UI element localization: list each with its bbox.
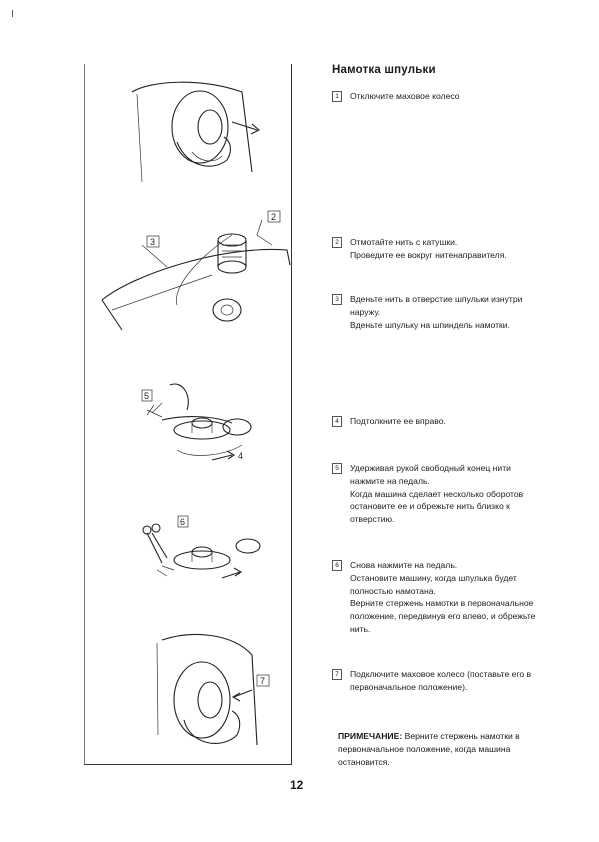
step-text: Отмотайте нить с катушки. (350, 237, 458, 247)
step-3: 3 Вденьте нить в отверстие шпульки изнут… (332, 293, 565, 331)
step-text: Когда машина сделает несколько оборотов (350, 488, 524, 499)
corner-tick (12, 10, 13, 17)
step-2: 2 Отмотайте нить с катушки. Проведите ее… (332, 236, 565, 262)
step-text: Верните стержень намотки в первоначально… (350, 598, 534, 609)
step-text: Снова нажмите на педаль. (350, 560, 458, 570)
figure-label: 2 (271, 212, 276, 222)
note-text: Верните стержень намотки в (402, 731, 520, 741)
step-text: Остановите машину, когда шпулька будет (350, 572, 517, 583)
step-number: 4 (332, 416, 342, 427)
figure-label: 5 (144, 391, 149, 401)
step-6: 6 Снова нажмите на педаль. Остановите ма… (332, 559, 565, 636)
step-text: Удерживая рукой свободный конец нити (350, 463, 511, 473)
step-7: 7 Подключите маховое колесо (поставьте е… (332, 668, 565, 694)
note: ПРИМЕЧАНИЕ: Верните стержень намотки в п… (338, 730, 563, 768)
step-number: 6 (332, 560, 342, 571)
step-text: положение, передвинув его влево, и обреж… (350, 611, 536, 622)
figure-cut-thread: 6 (92, 508, 282, 598)
figure-label: 6 (180, 517, 185, 527)
figure-thread-guide: 3 2 (92, 205, 292, 335)
figure-label: 4 (238, 451, 243, 461)
step-number: 5 (332, 463, 342, 474)
step-4: 4 Подтолкните ее вправо. (332, 415, 565, 428)
step-text: первоначальное положение). (350, 681, 468, 692)
step-text: нить. (350, 623, 371, 634)
step-text: Подтолкните ее вправо. (350, 416, 446, 426)
step-text: Вденьте шпульку на шпиндель намотки. (350, 319, 510, 330)
figure-label: 7 (260, 676, 265, 686)
step-text: Вденьте нить в отверстие шпульки изнутри (350, 294, 523, 304)
note-text: первоначальное положение, когда машина (338, 743, 511, 754)
step-text: отверстию. (350, 514, 395, 525)
figure-handwheel-disengage (92, 72, 282, 187)
figure-bobbin-push-right: 5 4 (92, 375, 282, 475)
page-number: 12 (290, 778, 304, 792)
figure-panel (84, 64, 292, 765)
step-text: Подключите маховое колесо (поставьте его… (350, 669, 532, 679)
section-title: Намотка шпульки (332, 64, 436, 76)
step-text: Отключите маховое колесо (350, 91, 460, 101)
step-text: остановите ее и обрежьте нить близко к (350, 501, 510, 512)
step-1: 1 Отключите маховое колесо (332, 90, 565, 103)
step-text: полностью намотана. (350, 585, 436, 596)
note-text: остановится. (338, 756, 390, 767)
step-number: 3 (332, 294, 342, 305)
step-number: 1 (332, 91, 342, 102)
step-text: нажмите на педаль. (350, 475, 430, 486)
step-text: Проведите ее вокруг нитенаправителя. (350, 249, 507, 260)
step-number: 2 (332, 237, 342, 248)
step-text: наружу. (350, 306, 381, 317)
step-number: 7 (332, 669, 342, 680)
figure-handwheel-engage: 7 (92, 625, 282, 755)
note-label: ПРИМЕЧАНИЕ: (338, 731, 403, 741)
step-5: 5 Удерживая рукой свободный конец нити н… (332, 462, 565, 526)
figure-label: 3 (150, 237, 155, 247)
